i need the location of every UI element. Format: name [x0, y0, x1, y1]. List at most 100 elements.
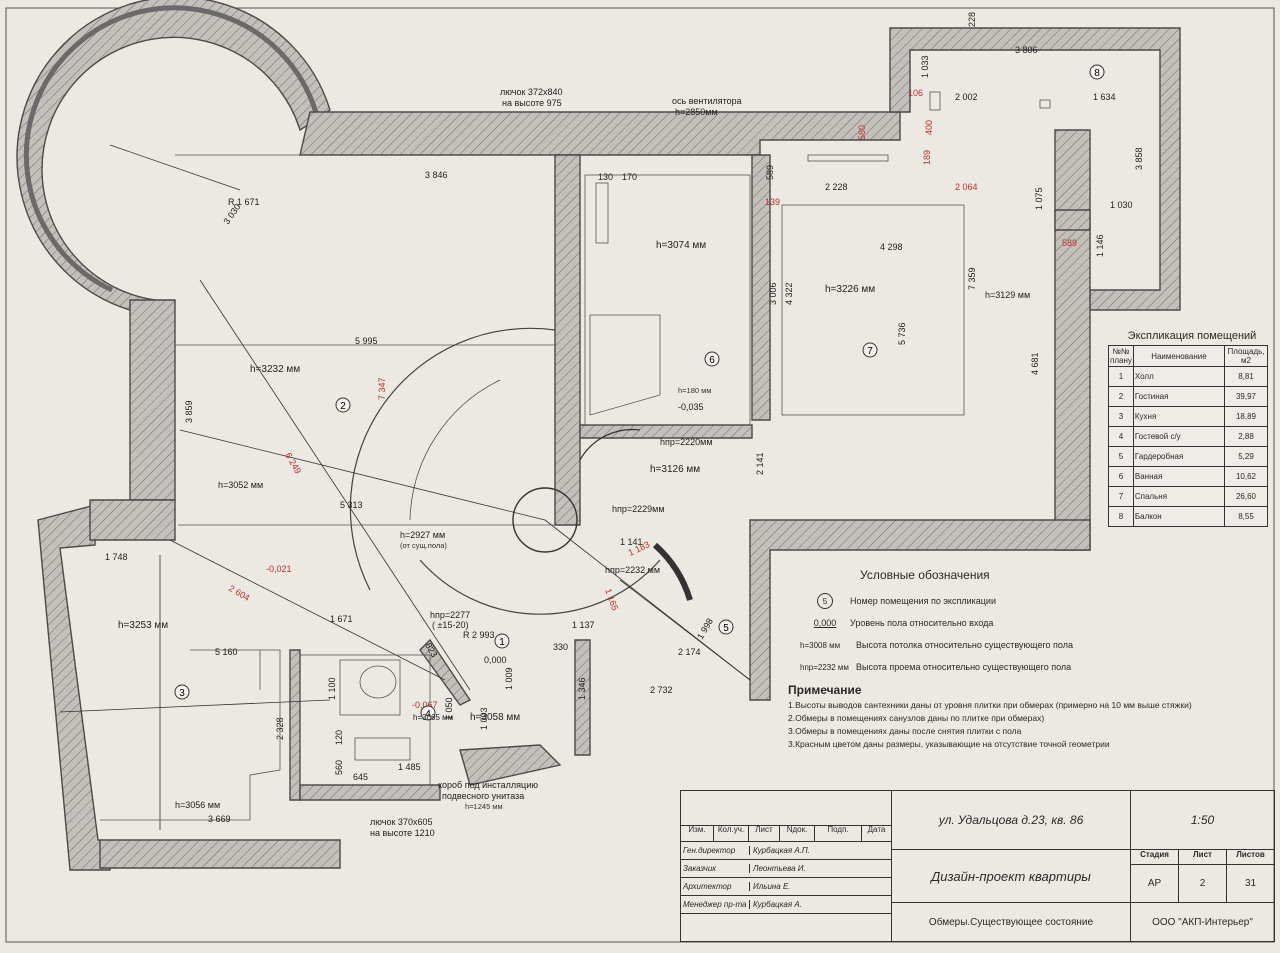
svg-text:h=180 мм: h=180 мм — [678, 386, 711, 395]
stage-values: АР 2 31 — [1131, 865, 1274, 902]
svg-text:лючок 370х605: лючок 370х605 — [370, 817, 432, 827]
svg-text:-0,021: -0,021 — [266, 564, 292, 574]
hall-arc — [349, 327, 693, 615]
svg-text:hпр=2277: hпр=2277 — [430, 610, 470, 620]
plan-labels: h=3052 мм h=3056 мм h=3129 мм h=2927 мм … — [175, 87, 1030, 838]
svg-text:589: 589 — [1062, 238, 1077, 248]
svg-text:ось вентилятора: ось вентилятора — [672, 96, 742, 106]
svg-text:1 141: 1 141 — [620, 537, 643, 547]
svg-text:h=3129 мм: h=3129 мм — [985, 290, 1030, 300]
svg-text:-0,067: -0,067 — [412, 700, 438, 710]
walls — [16, 0, 1181, 871]
address: ул. Удальцова д.23, кв. 86 — [892, 791, 1131, 850]
room-markers: 1h=3058 мм 2h=3232 мм 3h=3253 мм 4h=3065… — [118, 64, 1105, 723]
svg-text:139: 139 — [765, 197, 780, 207]
svg-text:R 2 993: R 2 993 — [463, 630, 495, 640]
svg-text:0,000: 0,000 — [484, 655, 507, 665]
svg-text:7 347: 7 347 — [377, 377, 387, 400]
svg-text:2 064: 2 064 — [955, 182, 978, 192]
svg-text:3 858: 3 858 — [1134, 147, 1144, 170]
svg-text:h=3065 мм: h=3065 мм — [413, 713, 453, 722]
svg-text:4: 4 — [425, 709, 431, 720]
svg-text:2 141: 2 141 — [755, 452, 765, 475]
legend-item: 5 Номер помещения по экспликации — [800, 590, 1200, 612]
sheet-name: Обмеры.Существующее состояние — [892, 903, 1131, 941]
svg-text:2 328: 2 328 — [275, 717, 285, 740]
svg-text:hпр=2229мм: hпр=2229мм — [612, 504, 665, 514]
svg-text:h=3052 мм: h=3052 мм — [218, 480, 263, 490]
explication-title: Экспликация помещений — [1127, 330, 1257, 342]
col-area: Площадь, м2 — [1224, 345, 1268, 367]
room-5: 5h=3126 мм — [650, 464, 734, 635]
legend-symbol: h=3008 мм — [800, 640, 841, 650]
room-outlines — [175, 91, 1051, 526]
room-3: 3h=3253 мм — [118, 620, 190, 700]
svg-text:3 846: 3 846 — [425, 170, 448, 180]
note-line: 1.Высоты выводов сантехники даны от уров… — [788, 700, 1192, 710]
svg-text:2 174: 2 174 — [678, 647, 701, 657]
svg-text:h=1245 мм: h=1245 мм — [465, 802, 503, 811]
svg-text:2 002: 2 002 — [955, 92, 978, 102]
svg-text:h=3253 мм: h=3253 мм — [118, 620, 168, 631]
legend: Условные обозначения 5 Номер помещения п… — [800, 568, 1200, 678]
svg-text:1 346: 1 346 — [577, 677, 587, 700]
svg-text:2 228: 2 228 — [825, 182, 848, 192]
sheet-frame — [5, 7, 1275, 943]
svg-text:1 671: 1 671 — [330, 614, 353, 624]
svg-text:5 995: 5 995 — [355, 336, 378, 346]
svg-text:h=3232 мм: h=3232 мм — [250, 364, 300, 375]
svg-text:2 732: 2 732 — [650, 685, 673, 695]
svg-text:645: 645 — [353, 772, 368, 782]
notes-title: Примечание — [788, 683, 862, 697]
company-name: ООО "АКП-Интерьер" — [1152, 916, 1253, 928]
stage-header: Стадия Лист Листов — [1131, 850, 1274, 865]
svg-text:120: 120 — [334, 730, 344, 745]
room-4: 4h=3065 мм — [413, 705, 453, 722]
table-header: №№ плану Наименование Площадь, м2 — [1108, 345, 1268, 367]
col-num: №№ плану — [1108, 345, 1134, 367]
svg-text:2: 2 — [340, 401, 346, 412]
revision-grid: Изм. Кол.уч. Лист Nдок. Подп. Дата Ген.д… — [681, 791, 891, 941]
room-2: 2 h=3232 мм — [250, 364, 351, 413]
svg-text:589: 589 — [765, 165, 775, 180]
svg-text:8: 8 — [1094, 68, 1100, 79]
svg-text:h=3074 мм: h=3074 мм — [656, 240, 706, 251]
svg-text:1 009: 1 009 — [504, 667, 514, 690]
svg-text:330: 330 — [553, 642, 568, 652]
svg-text:R 1 671: R 1 671 — [228, 197, 260, 207]
svg-text:h=2850мм: h=2850мм — [675, 107, 718, 117]
svg-text:5 160: 5 160 — [215, 647, 238, 657]
svg-text:3 006: 3 006 — [768, 282, 778, 305]
svg-text:-0,035: -0,035 — [678, 402, 704, 412]
svg-text:4 298: 4 298 — [880, 242, 903, 252]
svg-text:106: 106 — [908, 88, 923, 98]
legend-item: 0,000 Уровень пола относительно входа — [800, 612, 1200, 634]
svg-text:4 322: 4 322 — [784, 282, 794, 305]
svg-text:на высоте 1210: на высоте 1210 — [370, 828, 435, 838]
svg-text:1: 1 — [499, 637, 505, 648]
svg-text:5 313: 5 313 — [340, 500, 363, 510]
svg-text:130: 130 — [598, 172, 613, 182]
explication: Экспликация помещений №№ плану Наименова… — [1108, 330, 1276, 527]
stage-grid: Стадия Лист Листов АР 2 31 — [1131, 850, 1274, 903]
svg-text:1 100: 1 100 — [327, 677, 337, 700]
legend-title: Условные обозначения — [860, 568, 990, 582]
svg-text:h=3126 мм: h=3126 мм — [650, 464, 700, 475]
svg-text:580: 580 — [857, 125, 867, 140]
svg-text:1 050: 1 050 — [444, 697, 454, 720]
room-8: 8 — [1089, 64, 1105, 80]
project-title: Дизайн-проект квартиры — [892, 850, 1131, 903]
svg-text:1 030: 1 030 — [1110, 200, 1133, 210]
svg-text:подвесного унитаза: подвесного унитаза — [442, 791, 524, 801]
svg-text:( ±15-20): ( ±15-20) — [432, 620, 468, 630]
notes: Примечание 1.Высоты выводов сантехники д… — [788, 684, 1258, 751]
svg-text:короб под инсталляцию: короб под инсталляцию — [438, 780, 538, 790]
